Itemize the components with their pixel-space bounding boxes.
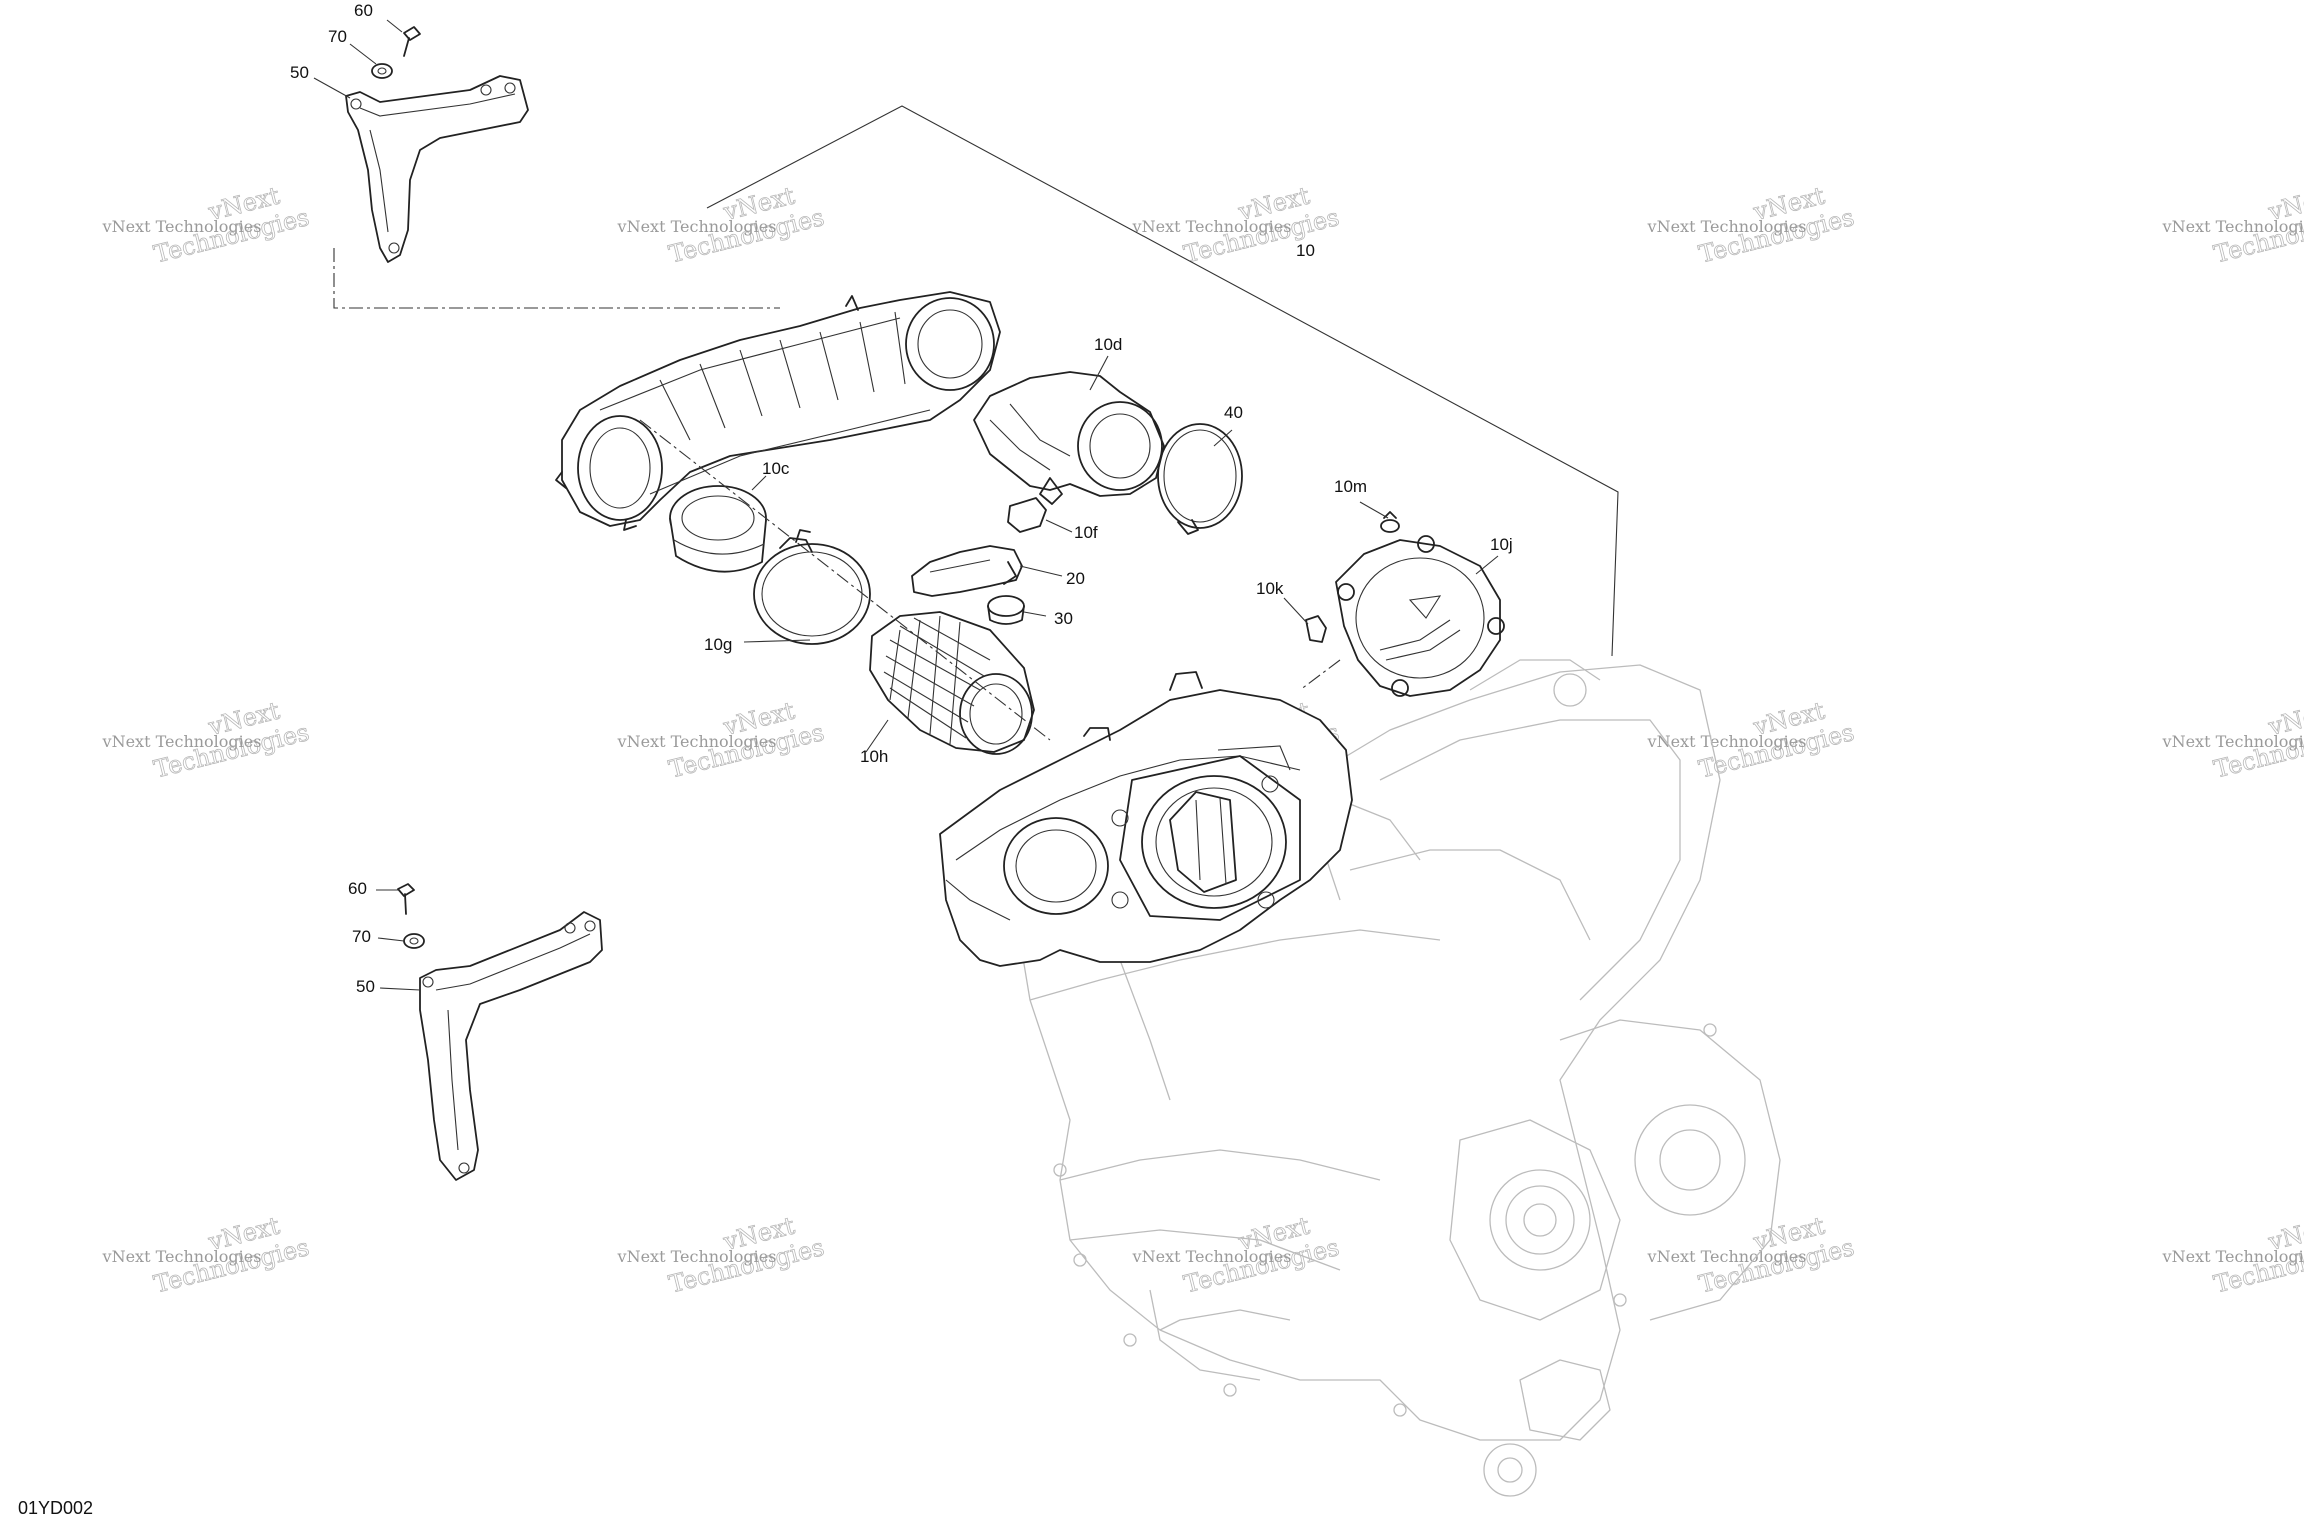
cap-30 xyxy=(987,595,1025,625)
watermark-text: vNext Technologies xyxy=(1647,1247,1807,1266)
callout-70-lower: 70 xyxy=(352,927,371,946)
watermark-text: vNext Technologies xyxy=(1647,217,1807,236)
reference-dashdot-upper xyxy=(333,248,780,309)
upper-bracket xyxy=(345,75,529,263)
figure-code: 01YD002 xyxy=(18,1498,94,1518)
upper-bolt xyxy=(403,26,421,57)
clamp-10g xyxy=(753,529,871,645)
watermark-text: vNext Technologies xyxy=(102,1247,262,1266)
lower-washer xyxy=(403,933,425,949)
watermark-text: vNext Technologies xyxy=(1647,732,1807,751)
coupler-10c xyxy=(669,485,767,573)
intake-hose xyxy=(555,291,1001,531)
callout-10k: 10k xyxy=(1256,579,1284,598)
callout-50-upper: 50 xyxy=(290,63,309,82)
watermark-text: vNext Technologies xyxy=(2162,732,2304,751)
airbox-housing xyxy=(939,671,1353,967)
leader-lines xyxy=(313,19,1499,991)
assembly-bracket-10 xyxy=(706,105,1619,657)
watermark-text: vNext Technologies xyxy=(617,1247,777,1266)
cover-10j xyxy=(1335,535,1505,697)
watermark-text: vNext Technologies xyxy=(102,217,262,236)
watermark-text: vNext Technologies xyxy=(1132,217,1292,236)
callout-10h: 10h xyxy=(860,747,888,766)
callout-10m: 10m xyxy=(1334,477,1367,496)
callout-60-upper: 60 xyxy=(354,1,373,20)
watermark-text: vNext Technologies xyxy=(102,732,262,751)
callout-10d: 10d xyxy=(1094,335,1122,354)
watermark-text: vNext Technologies xyxy=(2162,217,2304,236)
callout-30: 30 xyxy=(1054,609,1073,628)
lower-bracket xyxy=(419,911,603,1181)
callout-50-lower: 50 xyxy=(356,977,375,996)
watermark-text: vNext Technologies xyxy=(1132,1247,1292,1266)
nut-10m xyxy=(1380,511,1400,533)
callout-10: 10 xyxy=(1296,241,1315,260)
elbow-10d xyxy=(973,371,1165,505)
filter-10h xyxy=(869,611,1035,755)
upper-washer xyxy=(371,63,393,79)
reference-dashdot-axis xyxy=(639,419,1341,741)
watermark-text: vNext Technologies xyxy=(617,732,777,751)
callout-60-lower: 60 xyxy=(348,879,367,898)
callout-20: 20 xyxy=(1066,569,1085,588)
callout-10j: 10j xyxy=(1490,535,1513,554)
callout-70-upper: 70 xyxy=(328,27,347,46)
lower-bolt xyxy=(397,883,415,915)
clip-10k xyxy=(1305,615,1327,643)
watermark-text: vNext Technologies xyxy=(617,217,777,236)
callout-10c: 10c xyxy=(762,459,790,478)
clamp-40 xyxy=(1157,423,1243,535)
callout-10g: 10g xyxy=(704,635,732,654)
callout-10f: 10f xyxy=(1074,523,1098,542)
watermark-text: vNext Technologies xyxy=(2162,1247,2304,1266)
callout-labels: 60 70 50 10d 10 40 10c 10f 20 30 10m 10j… xyxy=(290,1,1513,996)
callout-40: 40 xyxy=(1224,403,1243,422)
drain-tube xyxy=(911,497,1047,597)
